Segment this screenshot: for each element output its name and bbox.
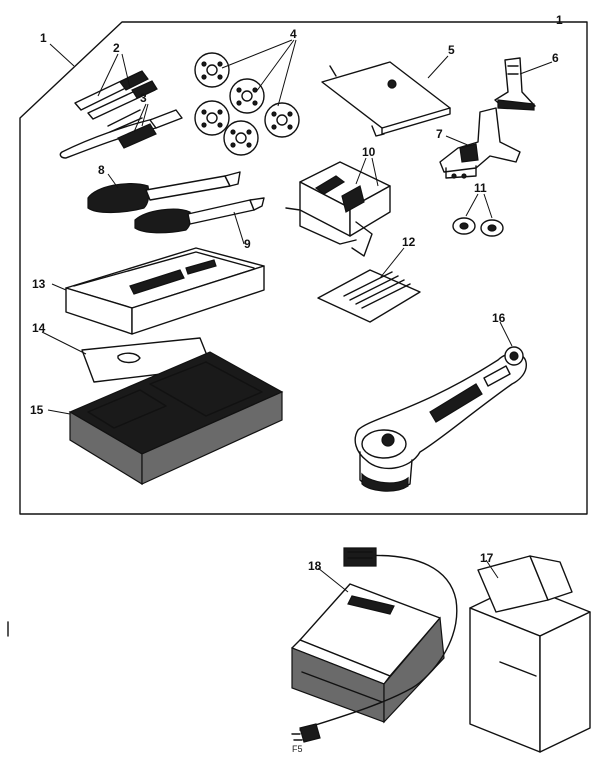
kit-box-outline <box>19 21 588 515</box>
accessory-tray <box>68 351 284 486</box>
callout-11: 11 <box>474 181 487 195</box>
needle-card <box>317 269 421 323</box>
callout-9: 9 <box>244 237 251 251</box>
leader-lines <box>41 39 553 593</box>
callout-14: 14 <box>32 321 46 335</box>
buttonhole-foot <box>439 107 521 179</box>
callout-17: 17 <box>480 551 494 565</box>
small-screwdriver <box>134 197 265 234</box>
callout-8: 8 <box>98 163 105 177</box>
callout-4: 4 <box>290 27 297 41</box>
motor-carton <box>469 555 591 753</box>
callout-5: 5 <box>448 43 455 57</box>
spool-pins <box>452 217 504 237</box>
callout-18: 18 <box>308 559 322 573</box>
callout-1: 1 <box>40 31 47 45</box>
bobbins <box>194 52 300 156</box>
needle-pack <box>285 161 391 257</box>
box-lid <box>65 247 265 335</box>
buttonhole-attachment <box>354 346 527 492</box>
callout-6: 6 <box>552 51 559 65</box>
lint-brushes <box>59 109 183 159</box>
callout-labels: 1 2 3 4 5 6 7 8 9 10 11 12 13 14 15 16 1… <box>30 27 559 573</box>
foot-control <box>291 547 458 743</box>
figure-code: F5 <box>292 744 303 754</box>
sheet-mark: 1 <box>556 13 563 27</box>
callout-3: 3 <box>140 91 147 105</box>
large-screwdriver <box>87 171 241 214</box>
feed-cover-plate <box>321 61 451 137</box>
callout-15: 15 <box>30 403 44 417</box>
callout-16: 16 <box>492 311 506 325</box>
callout-13: 13 <box>32 277 46 291</box>
callout-2: 2 <box>113 41 120 55</box>
zipper-foot <box>494 57 536 111</box>
callout-12: 12 <box>402 235 416 249</box>
callout-7: 7 <box>436 127 443 141</box>
callout-10: 10 <box>362 145 376 159</box>
